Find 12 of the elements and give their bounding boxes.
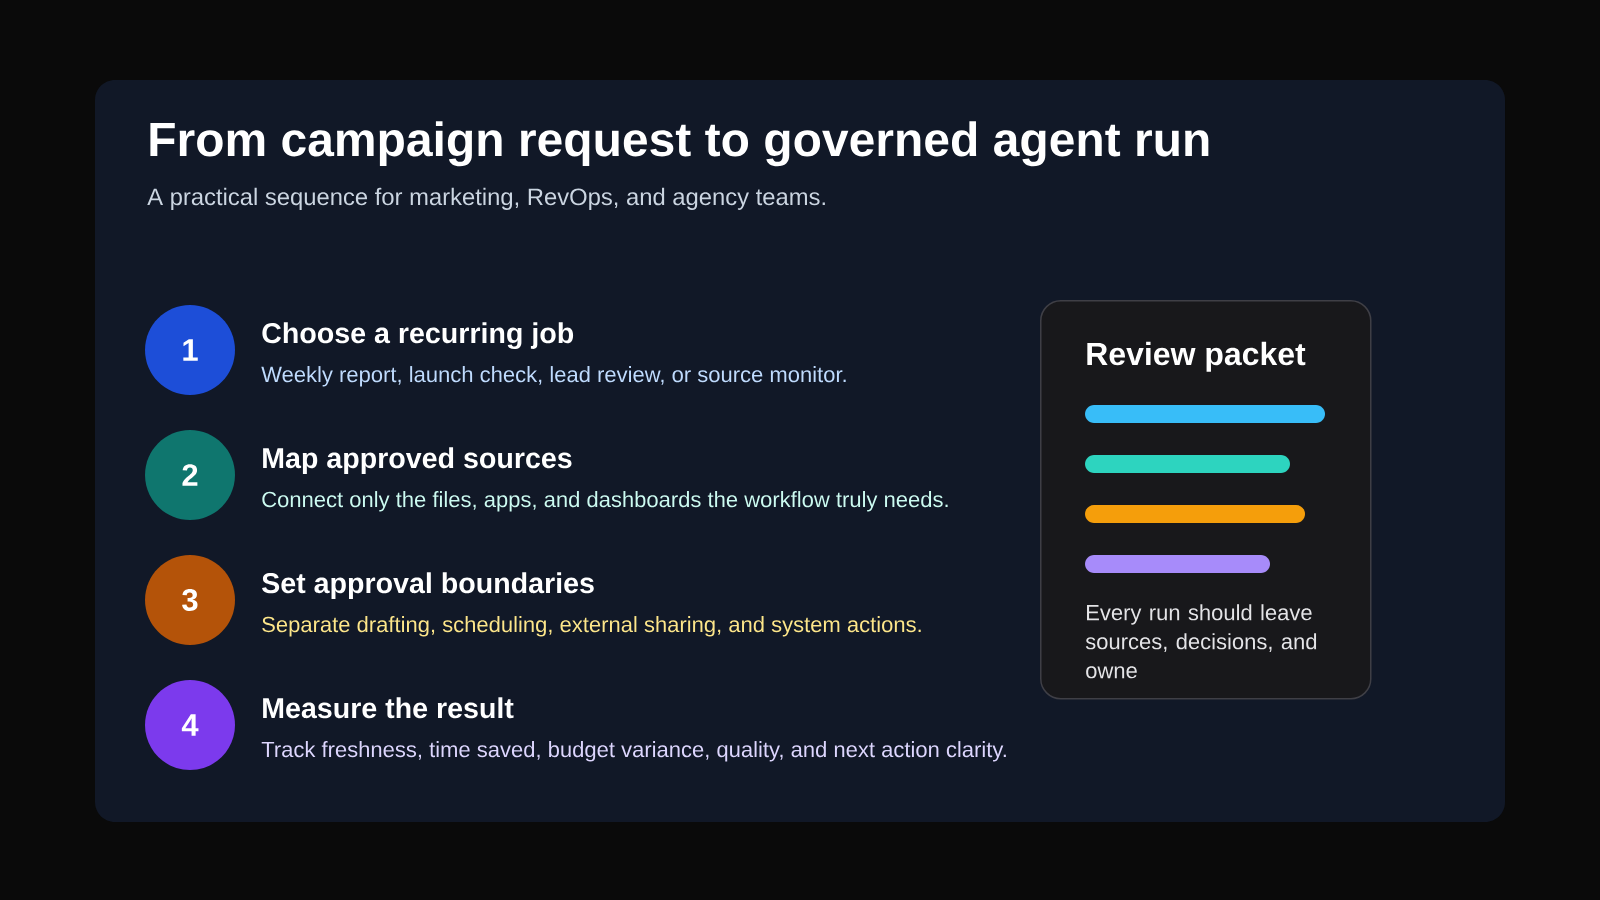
title: From campaign request to governed agent run bbox=[150, 121, 1209, 167]
step-description: Separate drafting, scheduling, external sharing, and system actions. bbox=[262, 616, 921, 637]
card-note: Every run should leave sources, decisions, and owne bbox=[1085, 604, 1317, 679]
step-title: Choose a recurring job bbox=[262, 322, 574, 350]
step-description: Weekly report, launch check, lead review, or source monitor. bbox=[261, 366, 846, 387]
card-title: Review packet bbox=[1087, 341, 1306, 372]
step-title: Map approved sources bbox=[263, 447, 572, 474]
subtitle: A practical sequence for marketing, RevOps, and agency teams. bbox=[147, 187, 825, 210]
step-title: Measure the result bbox=[263, 697, 514, 719]
step-title: Set approval boundaries bbox=[262, 572, 594, 599]
step-description: Track freshness, time saved, budget variance, quality, and next action clarity. bbox=[261, 741, 1006, 762]
step-description: Connect only the files, apps, and dashboards the workflow truly needs. bbox=[262, 491, 948, 512]
